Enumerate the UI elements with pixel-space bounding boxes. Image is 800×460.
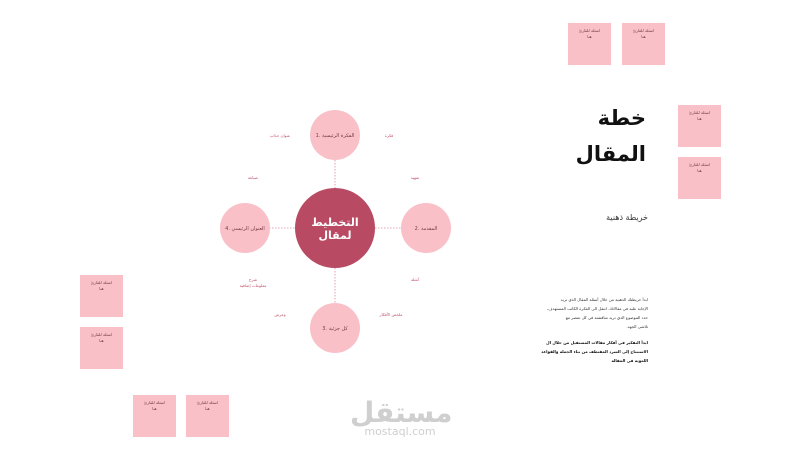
mind-node-top — [310, 110, 360, 160]
sticky-note: اسئلة للقارئ هنا — [568, 23, 611, 65]
annotation-label: معلومات إضافية — [240, 283, 267, 289]
mind-node-label: 2. المقدمة — [415, 226, 438, 232]
description-line: ابدأ خريطتك الذهنية من خلال أسئلة المقال… — [560, 297, 648, 302]
sticky-note-text: اسئلة للقارئ — [688, 162, 711, 167]
sticky-note-text: اسئلة للقارئ — [143, 400, 166, 405]
connector-lines — [269, 160, 401, 303]
sticky-note-text: هنا — [205, 406, 210, 411]
center-node-label: لمقال — [318, 229, 351, 242]
sticky-note-text: هنا — [697, 116, 702, 121]
mind-node-bottom — [310, 303, 360, 353]
sticky-note-text: اسئلة للقارئ — [90, 332, 113, 337]
description-line: تلاشى الجهد. — [626, 324, 648, 329]
center-node-label: التخطيط — [311, 216, 358, 229]
mind-node-label: 3. كل جزئية — [322, 326, 348, 332]
sticky-note: اسئلة للقارئ هنا — [133, 395, 176, 437]
sticky-note: اسئلة للقارئ هنا — [80, 327, 123, 369]
page-title-line-1: خطة — [597, 106, 646, 130]
description-bold-line: الاستنتاج إلى السرد المقتطف من بناء الجم… — [541, 349, 648, 354]
mind-node-label: 4. العنوان الرئيسي — [225, 226, 265, 232]
page-title-line-2: المقال — [575, 142, 646, 166]
sticky-note-text: اسئلة للقارئ — [632, 28, 655, 33]
mind-node-right — [401, 203, 451, 253]
description-bold-line: اللغوية في المقالة — [611, 358, 648, 363]
mind-node-left — [220, 203, 270, 253]
sticky-note-text: هنا — [152, 406, 157, 411]
page-subtitle: خريطة ذهنية — [606, 213, 648, 222]
sticky-note: اسئلة للقارئ هنا — [622, 23, 665, 65]
annotation-label: شرح — [249, 277, 258, 282]
annotation-label: أمثلة — [411, 277, 419, 282]
sticky-note-text: هنا — [99, 286, 104, 291]
center-node — [295, 188, 375, 268]
sticky-note-text: اسئلة للقارئ — [578, 28, 601, 33]
sticky-note: اسئلة للقارئ هنا — [678, 157, 721, 199]
description-bold-line: ابدأ التفكير في أفكار مقالات المستقبل من… — [546, 340, 648, 345]
sticky-note-text: هنا — [697, 168, 702, 173]
mind-node-label: 1. الفكرة الرئيسية — [316, 133, 355, 139]
sticky-note-text: هنا — [99, 338, 104, 343]
description-line: حدد الموضوع الذي تريد مناقشته في كل عنصر… — [565, 315, 648, 320]
sticky-note-text: اسئلة للقارئ — [196, 400, 219, 405]
annotation-label: عنوان جذاب — [270, 133, 290, 138]
description-line: الإجابة عليه في مقالاتك. انتقل الى الفكر… — [547, 306, 648, 311]
mostaql-logo: مستقل mostaql.com — [350, 396, 453, 438]
sticky-note-text: هنا — [641, 34, 646, 39]
logo-arabic: مستقل — [350, 396, 453, 429]
sticky-note-text: اسئلة للقارئ — [688, 110, 711, 115]
annotation-label: ملخص الأفكار — [379, 312, 403, 317]
annotation-label: تمهيد — [411, 175, 420, 180]
logo-latin: mostaql.com — [364, 425, 436, 438]
sticky-note-text: اسئلة للقارئ — [90, 280, 113, 285]
sticky-note: اسئلة للقارئ هنا — [186, 395, 229, 437]
sticky-note: اسئلة للقارئ هنا — [678, 105, 721, 147]
sticky-note: اسئلة للقارئ هنا — [80, 275, 123, 317]
annotation-label: فكرة — [385, 133, 394, 138]
annotation-label: صياغة — [248, 175, 259, 180]
annotation-label: وعرض — [274, 312, 285, 317]
sticky-note-text: هنا — [587, 34, 592, 39]
